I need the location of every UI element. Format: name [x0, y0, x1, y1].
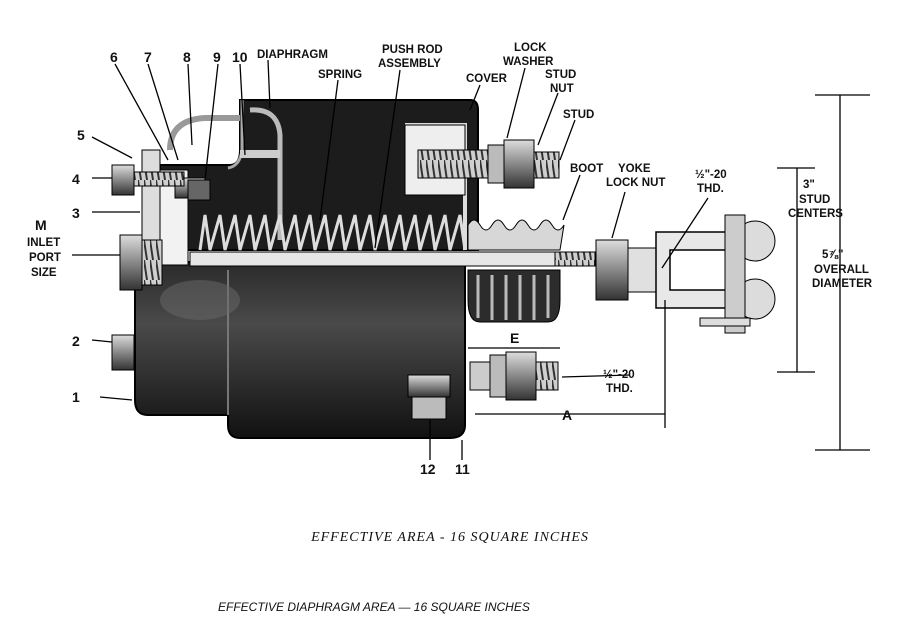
- clamp-bolt-nuts: [111, 164, 185, 371]
- caption-secondary: EFFECTIVE DIAPHRAGM AREA — 16 SQUARE INC…: [218, 600, 530, 614]
- label-stud-centers-1: 3": [803, 179, 815, 191]
- label-thread-bottom-2: THD.: [606, 383, 633, 395]
- label-thread-bottom-1: ½"-20: [603, 369, 635, 381]
- label-boot: BOOT: [570, 163, 603, 175]
- label-inlet-2: INLET: [27, 237, 60, 249]
- part-number-7: 7: [144, 49, 152, 65]
- label-lock-washer-1: LOCK: [514, 42, 547, 54]
- label-inlet-4: SIZE: [31, 267, 57, 279]
- part-number-11: 11: [455, 461, 470, 477]
- part-number-8: 8: [183, 49, 191, 65]
- yoke-lock-nut: [595, 239, 629, 301]
- label-inlet-1: M: [35, 217, 47, 233]
- label-thread-top-2: THD.: [697, 183, 724, 195]
- label-stud-nut-2: NUT: [550, 83, 574, 95]
- label-spring: SPRING: [318, 69, 362, 81]
- caption-main: EFFECTIVE AREA - 16 SQUARE INCHES: [311, 530, 589, 545]
- drain-plug: [407, 374, 451, 420]
- label-stud-nut-1: STUD: [545, 69, 576, 81]
- label-dim-e: E: [510, 330, 519, 346]
- part-numbers: 1 2 3 4 5 6 7 8 9 10 11 12: [72, 49, 470, 477]
- label-thread-top-1: ½"-20: [695, 169, 727, 181]
- label-yoke-2: LOCK NUT: [606, 177, 665, 189]
- label-diaphragm: DIAPHRAGM: [257, 49, 328, 61]
- leader-lines: [72, 59, 870, 460]
- part-number-12: 12: [420, 461, 436, 477]
- push-rod: [189, 251, 601, 267]
- return-spring: [198, 214, 467, 251]
- label-stud-centers-2: STUD: [799, 194, 830, 206]
- stud-top: [417, 139, 560, 189]
- part-number-2: 2: [72, 333, 80, 349]
- callout-labels: DIAPHRAGM PUSH ROD ASSEMBLY SPRING COVER…: [27, 42, 873, 423]
- boot: [467, 219, 565, 323]
- yoke: [627, 214, 776, 334]
- part-number-3: 3: [72, 205, 80, 221]
- label-stud-centers-3: CENTERS: [788, 208, 843, 220]
- push-rod-thread: [554, 251, 596, 267]
- part-number-5: 5: [77, 127, 85, 143]
- part-number-4: 4: [72, 171, 80, 187]
- stud-bottom: [469, 351, 559, 401]
- label-overall-3: DIAMETER: [812, 278, 873, 290]
- label-overall-1: 5⅞": [822, 249, 843, 261]
- lower-housing: [134, 261, 466, 439]
- label-inlet-3: PORT: [29, 252, 61, 264]
- label-push-rod-2: ASSEMBLY: [378, 58, 441, 70]
- part-number-1: 1: [72, 389, 80, 405]
- label-lock-washer-2: WASHER: [503, 56, 554, 68]
- label-cover: COVER: [466, 73, 508, 85]
- label-stud: STUD: [563, 109, 594, 121]
- label-push-rod-1: PUSH ROD: [382, 44, 443, 56]
- part-number-9: 9: [213, 49, 221, 65]
- diaphragm-fold: [167, 107, 283, 240]
- label-overall-2: OVERALL: [814, 264, 869, 276]
- label-yoke-1: YOKE: [618, 163, 651, 175]
- part-number-6: 6: [110, 49, 118, 65]
- part-number-10: 10: [232, 49, 248, 65]
- label-dim-a: A: [562, 407, 572, 423]
